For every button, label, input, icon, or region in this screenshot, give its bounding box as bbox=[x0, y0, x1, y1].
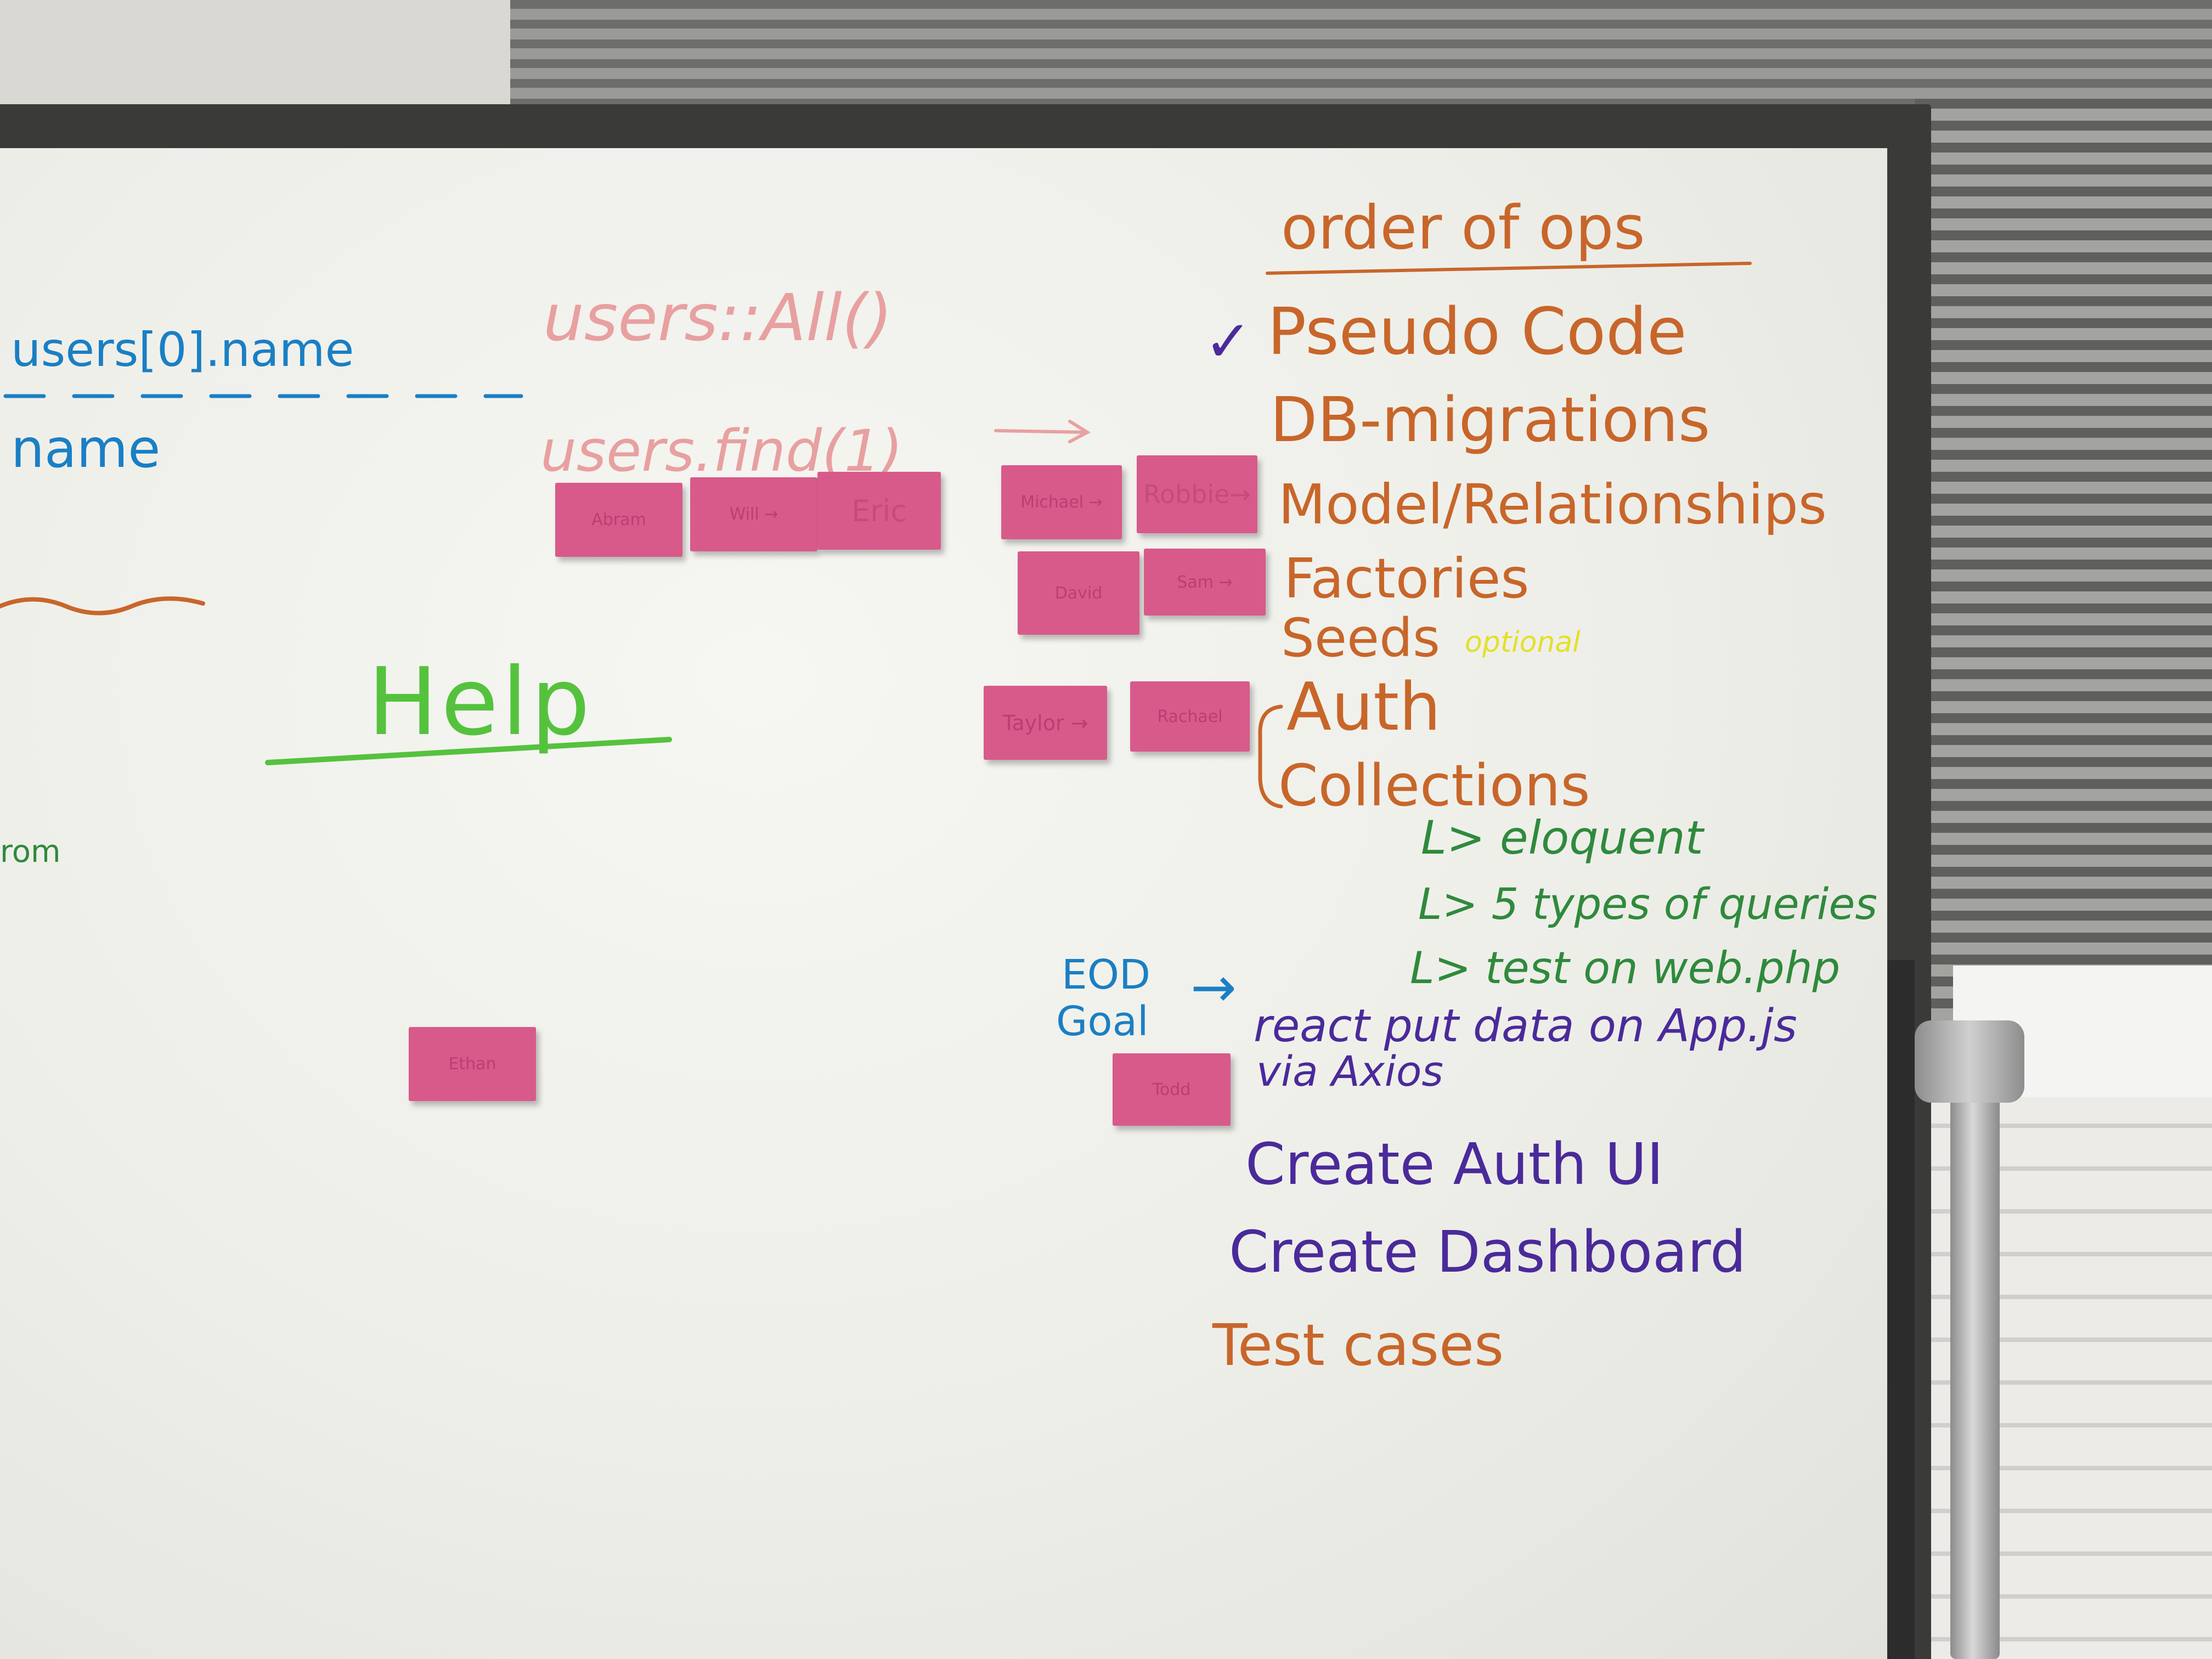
sticky-note: Will → bbox=[690, 477, 817, 551]
check-icon: ✓ bbox=[1204, 308, 1252, 375]
code-line-users-find: users.find(1) bbox=[540, 417, 903, 484]
stand-pole bbox=[1950, 1031, 2000, 1659]
eod-goal-line: via Axios bbox=[1256, 1047, 1443, 1096]
dashed-line bbox=[3, 394, 523, 398]
whiteboard-surface: users[0].name name rom Help users::All()… bbox=[0, 148, 1887, 1659]
sticky-note: Eric bbox=[817, 472, 941, 550]
ops-item: Factories bbox=[1284, 546, 1530, 611]
eod-label: EOD bbox=[1062, 951, 1150, 998]
order-of-ops-heading: order of ops bbox=[1281, 193, 1645, 263]
squiggle-line bbox=[0, 596, 205, 616]
heading-underline bbox=[1266, 262, 1752, 275]
find-arrow bbox=[994, 420, 1091, 443]
stand-clamp bbox=[1915, 1020, 2024, 1103]
code-line-users-index: users[0].name bbox=[11, 323, 354, 377]
help-underline bbox=[265, 737, 672, 765]
window-blinds-top bbox=[510, 0, 2212, 115]
ops-item: DB-migrations bbox=[1270, 385, 1711, 456]
ops-sub-item: L> 5 types of queries bbox=[1418, 880, 1877, 929]
sticky-note: David bbox=[1018, 551, 1139, 635]
text-fragment: rom bbox=[0, 834, 61, 870]
sticky-note: Todd bbox=[1113, 1053, 1231, 1126]
sticky-note: Taylor → bbox=[984, 686, 1107, 760]
eod-goal-line: react put data on App.js bbox=[1254, 1000, 1797, 1052]
ops-sub-item: L> eloquent bbox=[1421, 811, 1703, 865]
eod-arrow-icon: → bbox=[1190, 955, 1237, 1019]
ops-item: Collections bbox=[1278, 752, 1590, 819]
ops-item: Auth bbox=[1286, 669, 1441, 746]
sticky-note: Abram bbox=[555, 483, 682, 557]
stand-leg bbox=[1887, 960, 1915, 1659]
ops-item: Seeds bbox=[1281, 607, 1441, 669]
sticky-note: Robbie→ bbox=[1137, 455, 1257, 533]
goal-label: Goal bbox=[1056, 998, 1149, 1045]
bracket-mark bbox=[1258, 704, 1283, 809]
ops-sub-item: L> test on web.php bbox=[1410, 943, 1841, 994]
ops-item: Pseudo Code bbox=[1267, 294, 1687, 369]
code-line-name: name bbox=[11, 418, 161, 479]
window-blinds-right bbox=[1915, 99, 2212, 1042]
seeds-optional-note: optional bbox=[1465, 626, 1581, 659]
eod-task: Create Dashboard bbox=[1229, 1218, 1746, 1285]
eod-task: Test cases bbox=[1212, 1312, 1504, 1379]
eod-task: Create Auth UI bbox=[1245, 1131, 1664, 1198]
sticky-note: Sam → bbox=[1144, 549, 1266, 616]
help-heading: Help bbox=[368, 648, 594, 757]
sticky-note: Rachael bbox=[1130, 681, 1250, 752]
ops-item: Model/Relationships bbox=[1278, 472, 1827, 537]
code-line-users-all: users::All() bbox=[543, 280, 893, 356]
sticky-note: Michael → bbox=[1001, 465, 1122, 539]
sticky-note: Ethan bbox=[409, 1027, 536, 1101]
